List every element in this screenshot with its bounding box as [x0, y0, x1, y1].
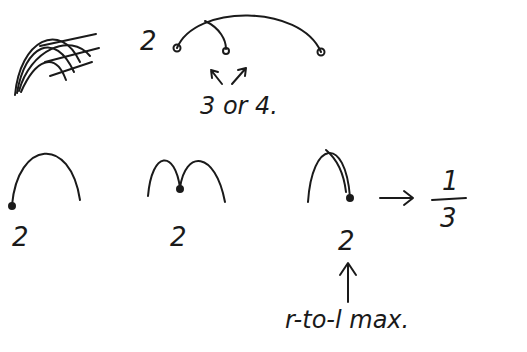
- endpoint-dot: [347, 195, 353, 201]
- sketch-label: 3 or 4.: [200, 94, 278, 118]
- sketch-label: 2: [338, 228, 355, 254]
- endpoint-dot: [318, 49, 325, 56]
- fraction-bar: [432, 198, 466, 200]
- sketch-label: 2: [170, 224, 187, 250]
- single-arc: [12, 154, 80, 205]
- endpoint-dot: [174, 45, 181, 52]
- scribble-stroke: [40, 34, 96, 46]
- inner-arc: [205, 21, 226, 49]
- pointer-arrow: [211, 70, 222, 84]
- endpoint-dot: [177, 186, 183, 192]
- sketch-label: 2: [140, 28, 157, 54]
- sketch-label: 1: [442, 168, 459, 194]
- sketch-label: 3: [440, 205, 457, 231]
- scribble-stroke: [45, 48, 99, 62]
- sketch-label: 2: [12, 224, 29, 250]
- endpoint-dot: [9, 203, 15, 209]
- endpoint-dot: [223, 48, 229, 54]
- scribble-arc: [21, 62, 66, 92]
- nested-arc: [326, 150, 346, 192]
- scribble-stroke: [50, 62, 92, 76]
- double-arc: [148, 160, 225, 202]
- sketch-label: r-to-l max.: [285, 308, 409, 332]
- scribble-arc: [15, 39, 80, 95]
- big-arc: [177, 15, 321, 52]
- pointer-arrow: [232, 68, 246, 84]
- result-arrow: [380, 191, 413, 205]
- pointer-arrow: [340, 263, 356, 302]
